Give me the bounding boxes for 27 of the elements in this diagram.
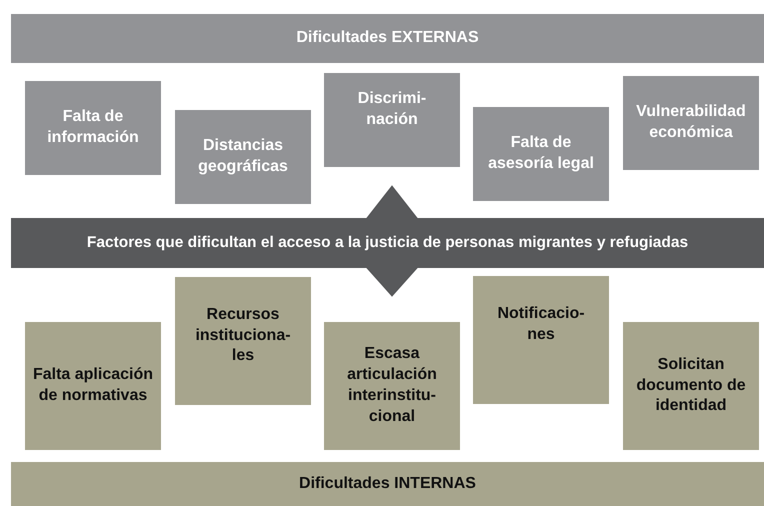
factor-box [623, 322, 759, 450]
factor-box [623, 76, 759, 170]
box-label: Distancias geográficas [197, 136, 289, 177]
factor-box [324, 73, 460, 167]
box-label: Falta aplicación de normativas [32, 365, 154, 406]
factor-box [175, 277, 311, 405]
box-label: Notificacio- nes [496, 304, 586, 345]
factor-box [473, 276, 609, 404]
arrow [366, 185, 418, 218]
box-label: Solicitan documento de identidad [635, 354, 747, 416]
factor-box [25, 81, 161, 175]
box-label: Vulnerabilidad económica [635, 102, 747, 143]
box-label: Escasa articulación interinstitu- cional [346, 344, 438, 427]
arrow [366, 268, 418, 297]
factor-box [25, 322, 161, 450]
header-band [11, 462, 764, 506]
box-label: Falta de asesoría legal [487, 133, 595, 174]
box-label: Dificultades EXTERNAS [296, 28, 479, 48]
factor-box [175, 110, 311, 204]
factor-box [473, 107, 609, 201]
header-band [11, 14, 764, 63]
box-label: Factores que dificultan el acceso a la justicia de personas migrantes y refugiadas [86, 232, 688, 253]
box-label: Recursos instituciona- les [194, 304, 292, 366]
factor-box [324, 322, 460, 450]
box-label: Discrimi- nación [356, 89, 428, 130]
box-label: Dificultades INTERNAS [299, 474, 476, 494]
box-label: Falta de información [46, 107, 140, 148]
